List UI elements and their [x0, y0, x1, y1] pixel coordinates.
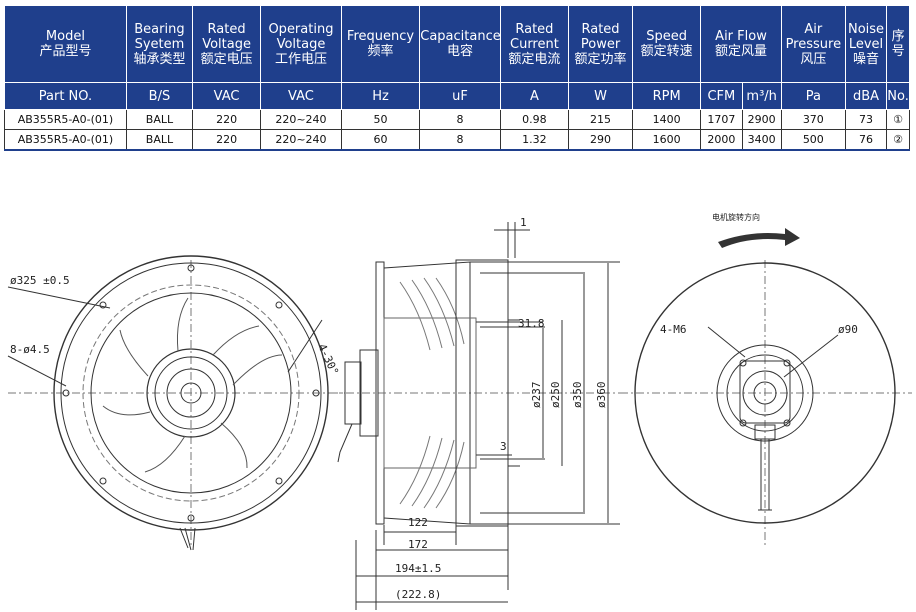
unit-operating-voltage: VAC [260, 82, 342, 110]
table-cell: 1600 [632, 129, 702, 151]
table-cell: 220~240 [260, 129, 342, 151]
table-cell: 1400 [632, 109, 702, 130]
table-cell: 3400 [741, 129, 782, 151]
table-cell: 220 [191, 109, 262, 130]
label-dia-250: ø250 [549, 382, 562, 409]
unit-noise: dBA [844, 82, 888, 110]
unit-speed: RPM [632, 82, 702, 110]
unit-capacitance: uF [419, 82, 501, 110]
fan-technical-drawing: ø325 ±0.5 8-ø4.5 4-30° [7, 212, 912, 610]
table-cell: 8 [419, 109, 501, 130]
table-cell: 60 [340, 129, 421, 151]
label-rotation: 电机旋转方向 [712, 212, 760, 222]
header-row-units: Part NO. B/S VAC VAC Hz uF A W RPM CFM m… [4, 82, 910, 110]
label-dia-237: ø237 [530, 382, 543, 409]
label-dia-360: ø360 [595, 382, 608, 409]
unit-serial: No. [886, 82, 910, 110]
label-hub-depth: 31.8 [518, 317, 545, 330]
unit-pressure: Pa [780, 82, 846, 110]
label-mount-holes: 8-ø4.5 [10, 343, 50, 356]
table-cell: 2900 [741, 109, 782, 130]
header-serial: 序号 [886, 5, 910, 83]
label-len-2228: (222.8) [395, 588, 441, 601]
unit-current: A [499, 82, 570, 110]
unit-m3h: m³/h [741, 82, 782, 110]
unit-frequency: Hz [340, 82, 421, 110]
label-len-172: 172 [408, 538, 428, 551]
table-cell: 50 [340, 109, 421, 130]
table-cell: BALL [125, 129, 194, 151]
side-view [330, 222, 620, 610]
unit-power: W [567, 82, 634, 110]
label-len-122: 122 [408, 516, 428, 529]
label-hole-dia: ø325 ±0.5 [10, 274, 70, 287]
table-cell: 73 [844, 109, 888, 130]
table-cell: 76 [844, 129, 888, 151]
table-cell: 2000 [700, 129, 743, 151]
label-gap-3: 3 [500, 440, 507, 453]
unit-rated-voltage: VAC [191, 82, 262, 110]
label-dia-350: ø350 [571, 382, 584, 409]
side-blades [399, 277, 465, 509]
table-cell: 220 [191, 129, 262, 151]
unit-model: Part NO. [4, 82, 127, 110]
label-screws: 4-M6 [660, 323, 687, 336]
back-view [620, 260, 912, 545]
table-cell: 1707 [700, 109, 743, 130]
table-cell: BALL [125, 109, 194, 130]
table-cell: 215 [567, 109, 634, 130]
rotation-arrow-icon [718, 228, 800, 248]
unit-cfm: CFM [700, 82, 743, 110]
table-cell: 0.98 [499, 109, 570, 130]
front-view [7, 255, 345, 551]
table-cell: 1.32 [499, 129, 570, 151]
impeller-blades [102, 297, 283, 473]
table-cell: 500 [780, 129, 846, 151]
label-len-194: 194±1.5 [395, 562, 441, 575]
label-hub-dia: ø90 [838, 323, 858, 336]
table-cell: ② [886, 129, 910, 151]
table-cell: ① [886, 109, 910, 130]
mount-holes [62, 264, 320, 522]
table-cell: AB355R5-A0-(01) [4, 109, 127, 130]
table-cell: 370 [780, 109, 846, 130]
table-cell: 220~240 [260, 109, 342, 130]
table-cell: AB355R5-A0-(01) [4, 129, 127, 151]
table-cell: 8 [419, 129, 501, 151]
table-cell: 290 [567, 129, 634, 151]
unit-bearing: B/S [125, 82, 194, 110]
label-top-offset: 1 [520, 216, 527, 229]
